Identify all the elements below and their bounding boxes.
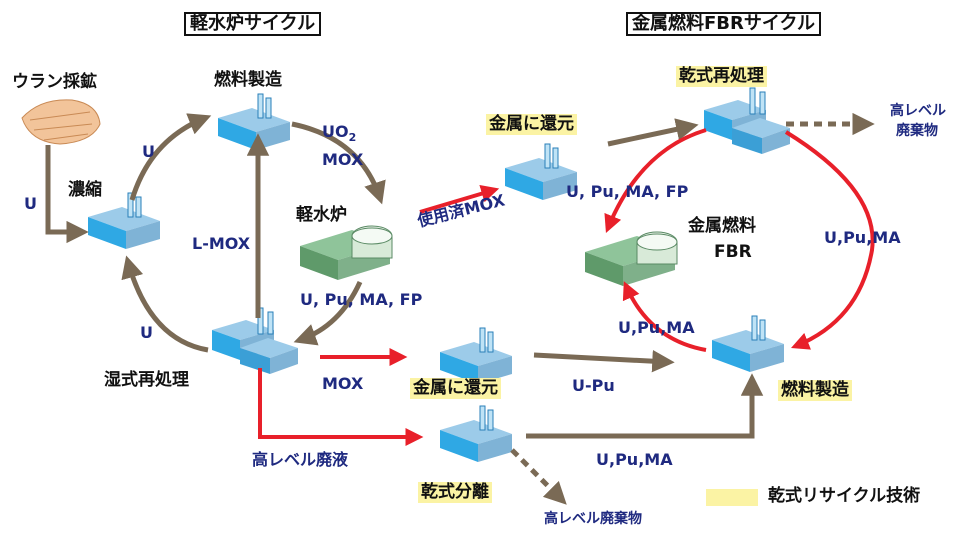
uranium-mining-label: ウラン採鉱 [12,72,97,92]
arrow-upu [533,349,675,373]
wet-reprocessing-plant-icon [211,307,299,375]
metal-fuel-label: 金属燃料 [688,216,756,236]
fbr-cycle-title: 金属燃料FBRサイクル [626,12,821,36]
legend-swatch [706,489,758,506]
lwr-fuel-fab-plant-icon [217,93,291,151]
flow-mox-out: MOX [322,374,364,393]
arrow-spent-mox [419,184,500,214]
flow-sep-out: U,Pu,MA [596,450,673,469]
fbr-label: FBR [714,242,752,262]
enrichment-plant-icon [87,192,161,250]
flow-u-enrich: U [142,142,155,161]
fbr-reactor-icon [584,231,678,287]
lwr-cycle-arrows [45,113,764,439]
arrow-reproc-to-enrich [121,255,209,353]
lwr-fuel-fab-label: 燃料製造 [214,70,282,90]
fbr-cycle-arrows [258,128,875,446]
dry-separation-plant-icon [439,405,513,463]
arrow-sep-to-fbrfab [526,373,764,439]
flow-u-mining: U [24,194,37,213]
wet-reprocessing-label: 湿式再処理 [104,370,189,390]
waste-fbr-line2: 廃棄物 [896,123,938,139]
lwr-label: 軽水炉 [296,205,347,225]
metal-reduction-1-label: 金属に還元 [486,114,577,135]
waste-arrows [510,112,875,505]
flow-uo2: UO2 [322,122,357,145]
lwr-reactor-icon [299,225,393,281]
flow-u-pu: U-Pu [572,376,615,395]
arrow-reduction-to-dryreproc [607,118,699,147]
flow-hlw-liquid: 高レベル廃液 [252,450,349,469]
metal-reduction-2-label: 金属に還元 [410,378,501,399]
flow-l-mox: L-MOX [192,234,251,253]
metal-reduction-plant-2-icon [439,327,513,385]
flow-u-reproc: U [140,323,153,342]
arrow-lwr-to-reproc [293,280,363,346]
dry-separation-label: 乾式分離 [418,482,492,503]
arrow-dryreproc-to-fbr [604,128,707,233]
arrow-hlw-liquid [258,368,424,446]
flow-fbr-right: U,Pu,MA [824,228,901,247]
waste-separation: 高レベル廃棄物 [544,511,642,527]
waste-fbr-line1: 高レベル [890,103,946,119]
dry-reprocessing-label: 乾式再処理 [676,66,767,87]
arrow-fab-to-lwr [291,121,386,205]
fbr-fuel-fab-label: 燃料製造 [778,380,852,401]
arrow-fab-to-fbr [622,281,707,352]
flow-fbr-fab-out: U,Pu,MA [618,318,695,337]
arrow-dryreproc-to-fab [784,130,875,350]
arrow-enrich-to-fab [129,113,212,201]
fbr-fuel-fab-plant-icon [711,315,785,373]
flow-fbr-reproc-in: U, Pu, MA, FP [566,182,689,201]
flow-spent-lwr: U, Pu, MA, FP [300,290,423,309]
dry-reprocessing-plant-icon [703,87,791,155]
enrichment-label: 濃縮 [68,180,102,200]
uranium-ore-icon [21,99,101,145]
legend-label: 乾式リサイクル技術 [768,486,921,506]
lwr-cycle-title: 軽水炉サイクル [184,12,322,36]
flow-mox-to-lwr: MOX [322,150,364,169]
arrow-mining-to-enrich [45,145,89,244]
